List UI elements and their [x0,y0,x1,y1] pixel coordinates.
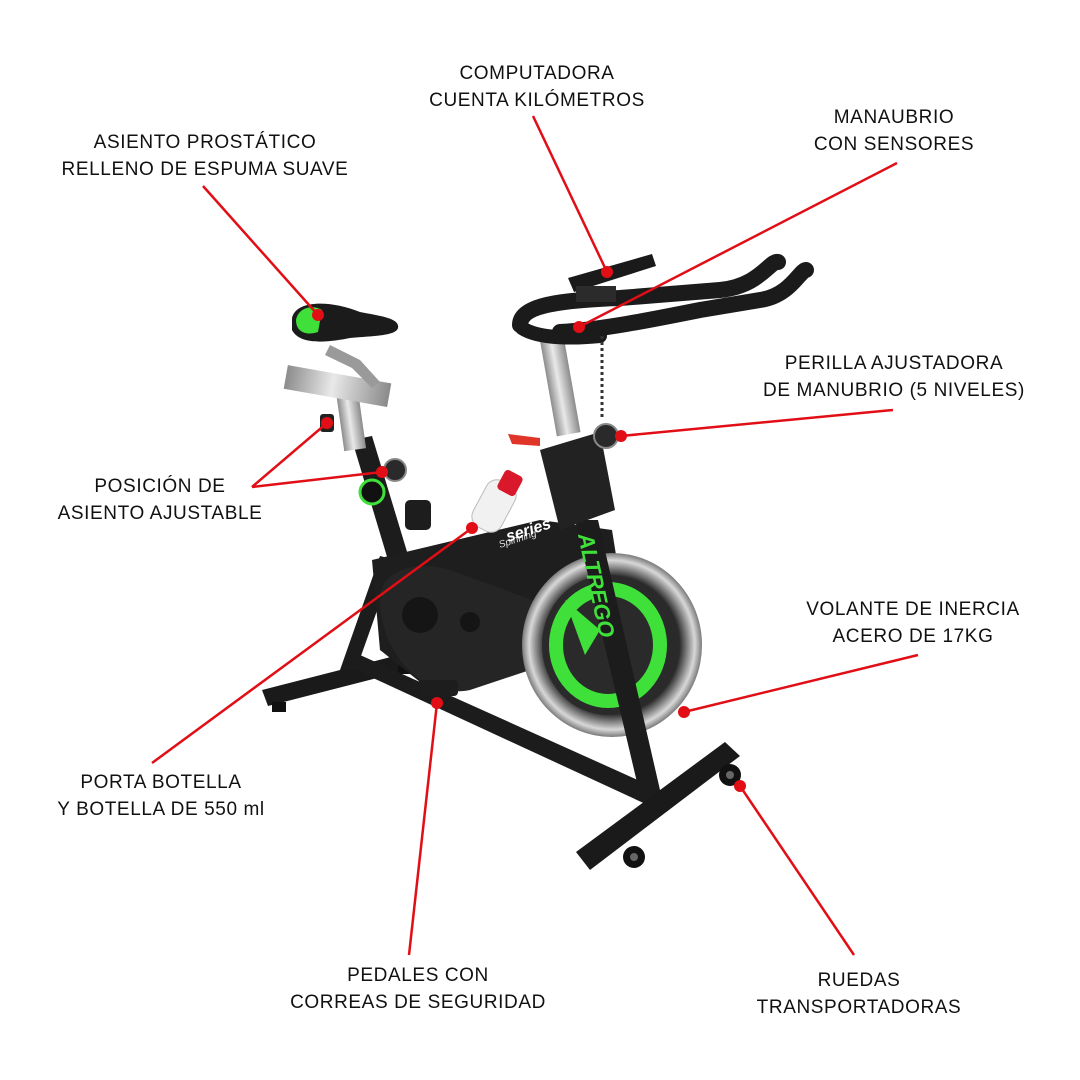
label-seat-position-line2: ASIENTO AJUSTABLE [57,503,263,524]
callout-lines [151,115,919,956]
callout-dot-bottle [466,522,478,534]
callout-dot-seat-position-b [376,466,388,478]
front-base [576,742,740,870]
label-wheels: RUEDAS TRANSPORTADORAS [757,967,962,1021]
callout-line-bottle [151,526,473,765]
label-computer-line2: CUENTA KILÓMETROS [429,90,645,111]
seat-post-chrome [335,388,367,452]
label-handlebar-line1: MANAUBRIO [833,107,955,128]
callout-dot-wheels [734,780,746,792]
callout-dot-seat-position-a [321,417,333,429]
label-seat-position: POSICIÓN DE ASIENTO AJUSTABLE [58,473,263,527]
water-bottle [471,470,523,533]
label-seat-line2: RELLENO DE ESPUMA SUAVE [61,159,349,180]
label-bottle-line1: PORTA BOTELLA [80,772,242,793]
callout-dots [312,266,746,792]
label-handlebar-knob: PERILLA AJUSTADORA DE MANUBRIO (5 NIVELE… [763,350,1025,404]
callout-line-handlebar-knob [620,408,894,438]
callout-dot-pedals [431,697,443,709]
label-handlebar-knob-line2: DE MANUBRIO (5 NIVELES) [763,380,1025,401]
handlebar-stem [539,333,581,437]
label-flywheel: VOLANTE DE INERCIA ACERO DE 17KG [806,596,1020,650]
label-pedals-line1: PEDALES CON [347,965,489,986]
crank-hub [402,597,438,633]
callout-dot-flywheel [678,706,690,718]
label-handlebar: MANAUBRIO CON SENSORES [814,104,974,158]
label-wheels-line1: RUEDAS [817,970,901,991]
callout-line-pedals [407,702,439,956]
label-handlebar-knob-line1: PERILLA AJUSTADORA [784,353,1004,374]
label-seat-line1: ASIENTO PROSTÁTICO [93,132,317,153]
handlebar-knob [593,423,619,449]
callout-line-seat-position-a [251,422,328,488]
front-housing [540,432,615,530]
transport-wheels [623,764,741,868]
callout-dot-handlebar-knob [615,430,627,442]
label-bottle: PORTA BOTELLA Y BOTELLA DE 550 ml [57,769,264,823]
callout-line-computer [531,115,609,273]
brand-badge-icon [358,478,386,506]
callout-dot-seat [312,309,324,321]
label-pedals-line2: CORREAS DE SEGURIDAD [290,992,546,1013]
label-computer-line1: COMPUTADORA [459,63,615,84]
label-handlebar-line2: CON SENSORES [813,134,975,155]
callout-line-handlebar [578,161,898,329]
callout-dot-handlebar [573,321,585,333]
label-wheels-line2: TRANSPORTADORAS [756,997,962,1018]
label-seat-position-line1: POSICIÓN DE [94,476,226,497]
label-flywheel-line1: VOLANTE DE INERCIA [806,599,1020,620]
label-flywheel-line2: ACERO DE 17KG [832,626,994,647]
pedals [405,500,458,696]
label-pedals: PEDALES CON CORREAS DE SEGURIDAD [290,962,546,1016]
callout-line-flywheel [683,653,919,714]
callout-line-seat-position-b [251,470,383,489]
handlebars [512,254,814,345]
label-seat: ASIENTO PROSTÁTICO RELLENO DE ESPUMA SUA… [62,129,349,183]
callout-line-wheels [738,785,856,956]
label-bottle-line2: Y BOTELLA DE 550 ml [57,799,265,820]
tension-lever [508,434,540,446]
callout-dot-computer [601,266,613,278]
label-computer: COMPUTADORA CUENTA KILÓMETROS [429,60,645,114]
callout-line-seat [202,185,319,316]
exercise-bike: ALTREGO Spinning series [262,254,814,870]
seat-bracket [325,345,380,388]
seat-slider [283,365,392,408]
front-fork [575,520,660,795]
